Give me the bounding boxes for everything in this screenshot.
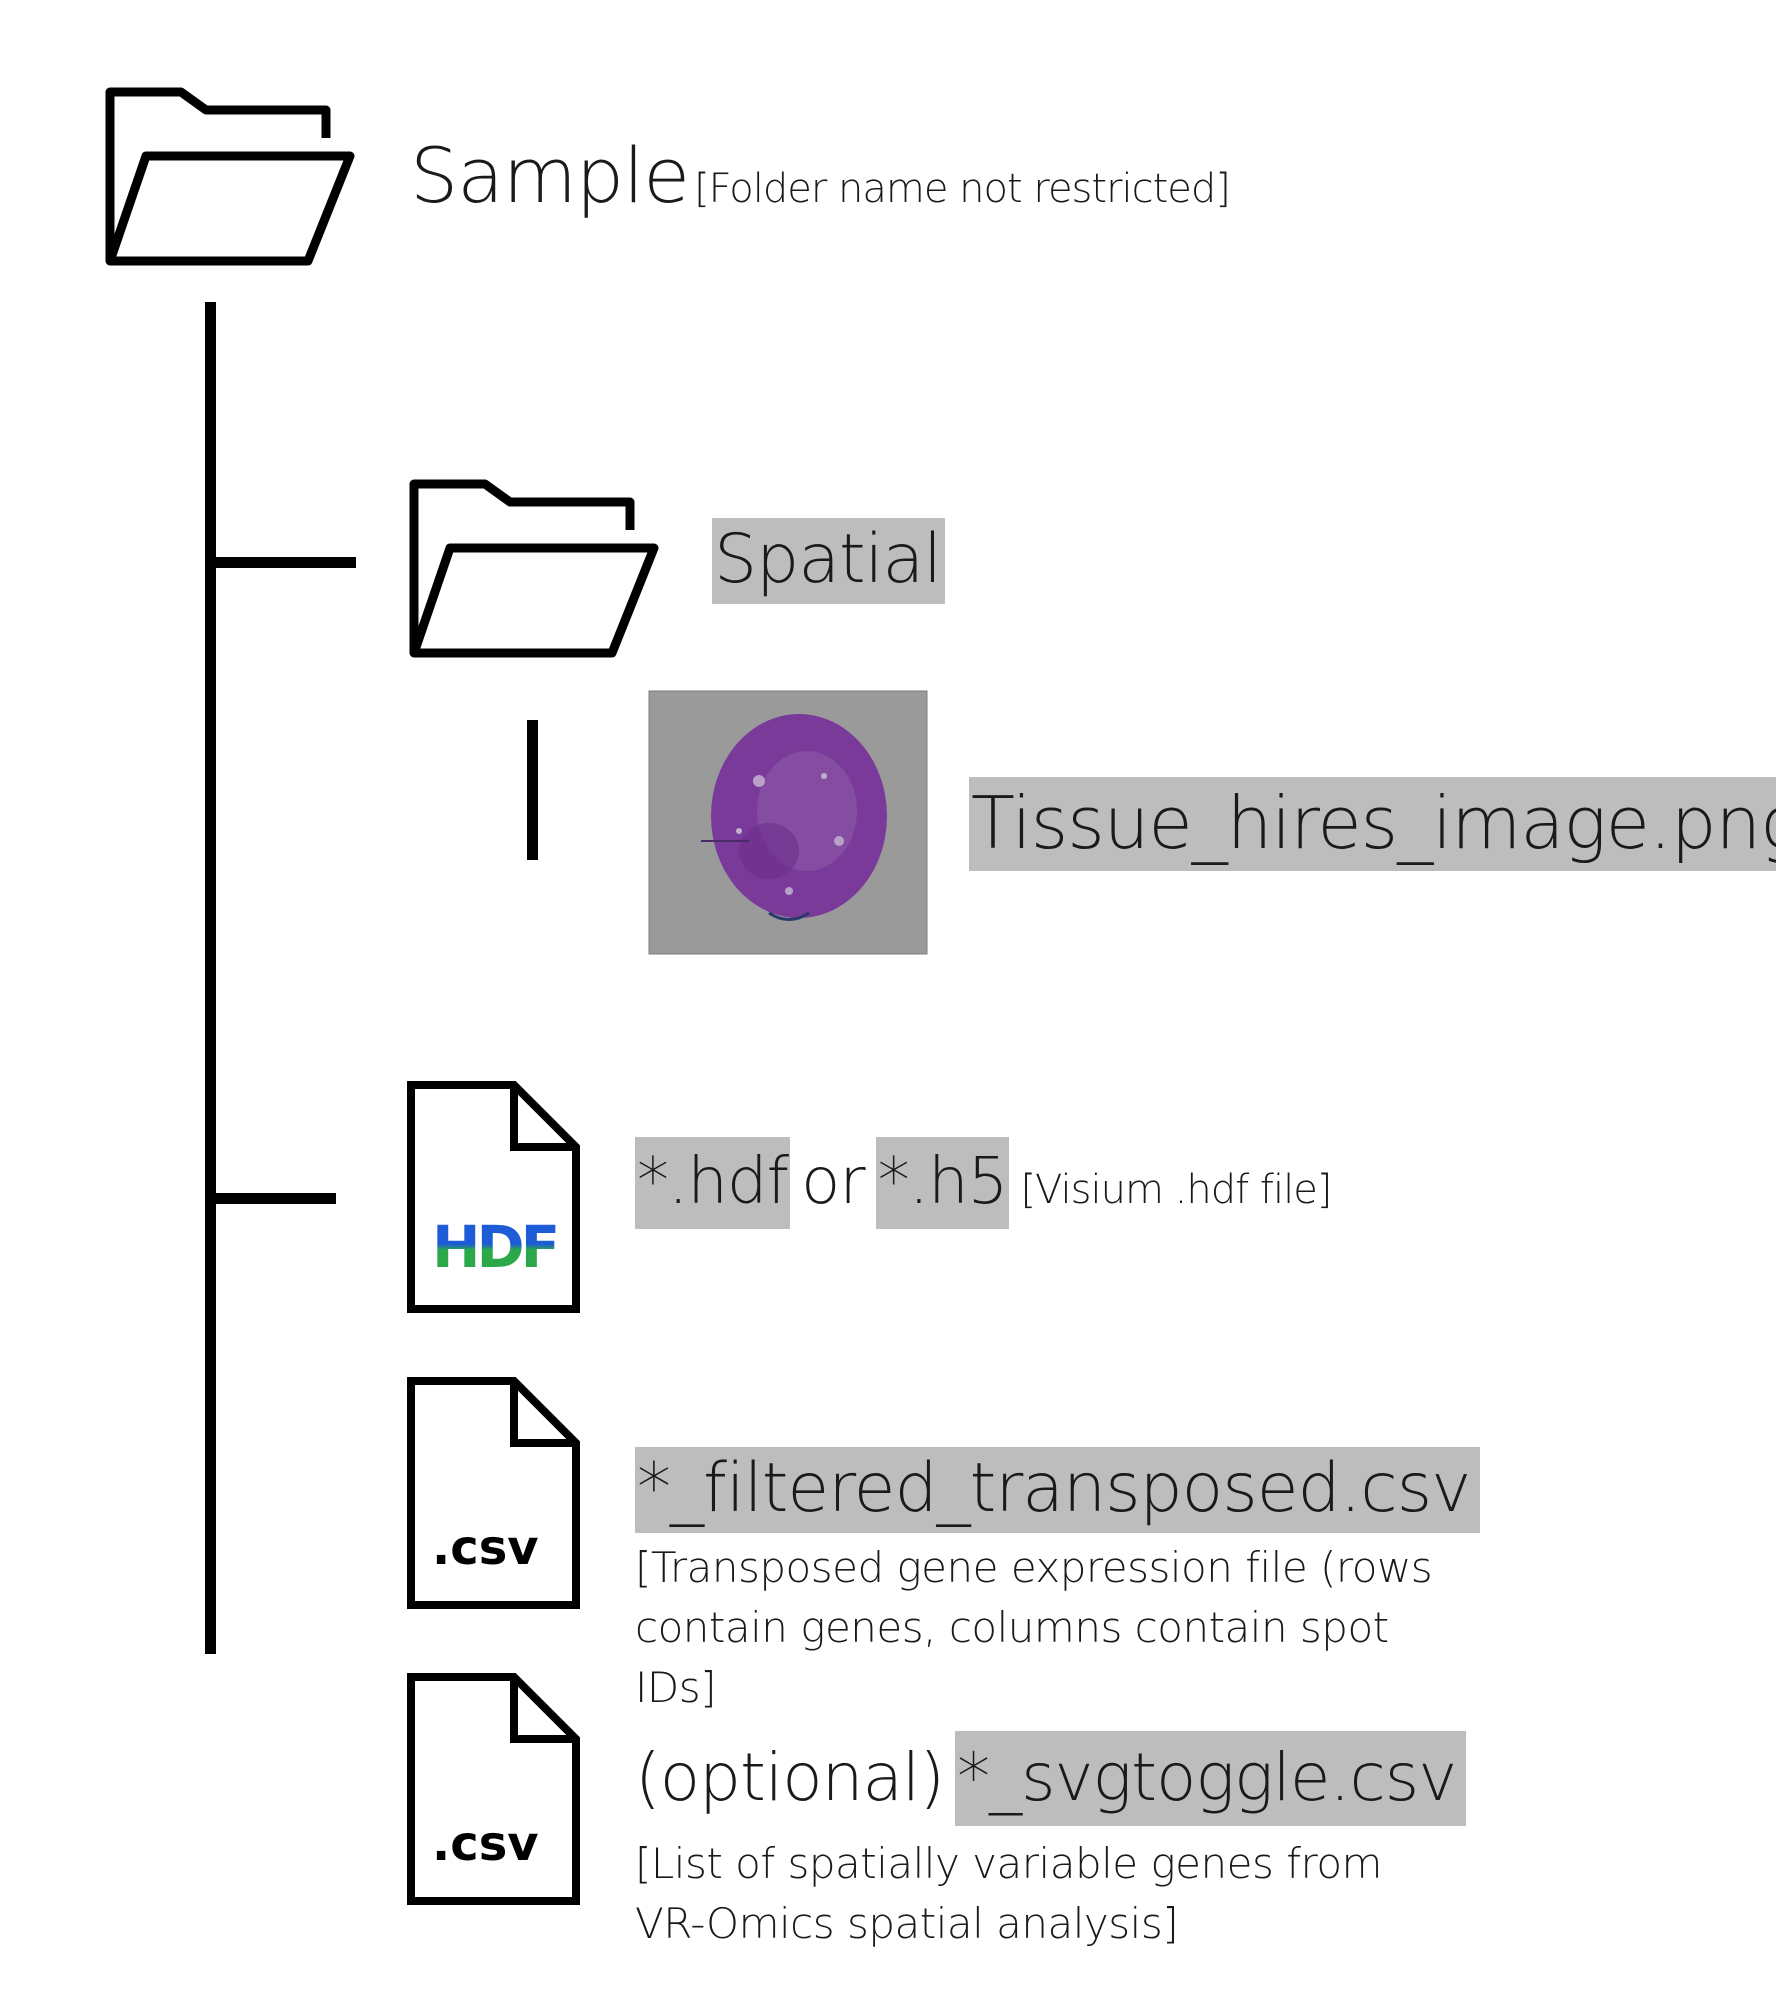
- folder-icon: [105, 87, 355, 266]
- root-folder-note: [Folder name not restricted]: [694, 166, 1231, 212]
- hdf-file-label: *.hdf or *.h5 [Visium .hdf file]: [635, 1137, 1332, 1229]
- tree-trunk-line: [205, 302, 216, 1654]
- tree-branch-spatial: [210, 557, 356, 568]
- hdf-file-note: [Visium .hdf file]: [1020, 1167, 1332, 1213]
- hdf-extension: *.hdf: [635, 1137, 791, 1229]
- tree-branch-hdf: [205, 1193, 336, 1204]
- hdf-logo: HDF: [432, 1213, 560, 1281]
- svgtoggle-filename: *_svgtoggle.csv: [955, 1731, 1467, 1826]
- filtered-transposed-filename: *_filtered_transposed.csv: [635, 1447, 1481, 1533]
- tree-branch-image: [527, 720, 538, 860]
- h5-extension: *.h5: [875, 1137, 1010, 1229]
- csv-icon-text: .csv: [432, 1816, 539, 1872]
- csv-icon-text: .csv: [432, 1520, 539, 1576]
- spatial-folder-label: Spatial: [712, 518, 946, 604]
- hdf-or-connector: or: [801, 1145, 865, 1219]
- svgtoggle-description: [List of spatially variable genes from V…: [635, 1839, 1382, 1948]
- tissue-image-thumbnail: [648, 690, 928, 955]
- csv-file-icon: [407, 1673, 580, 1905]
- svgtoggle-file-label: (optional) *_svgtoggle.csv: [635, 1731, 1467, 1826]
- filtered-transposed-description: [Transposed gene expression file (rows c…: [635, 1543, 1433, 1712]
- hdf-file-icon: [407, 1081, 580, 1313]
- tissue-image-filename: Tissue_hires_image.png: [969, 777, 1776, 871]
- folder-icon: [409, 479, 659, 658]
- csv-file-icon: [407, 1377, 580, 1609]
- root-folder-label: Sample [Folder name not restricted]: [410, 138, 1231, 214]
- root-folder-name: Sample: [410, 131, 690, 220]
- optional-prefix: (optional): [635, 1739, 945, 1816]
